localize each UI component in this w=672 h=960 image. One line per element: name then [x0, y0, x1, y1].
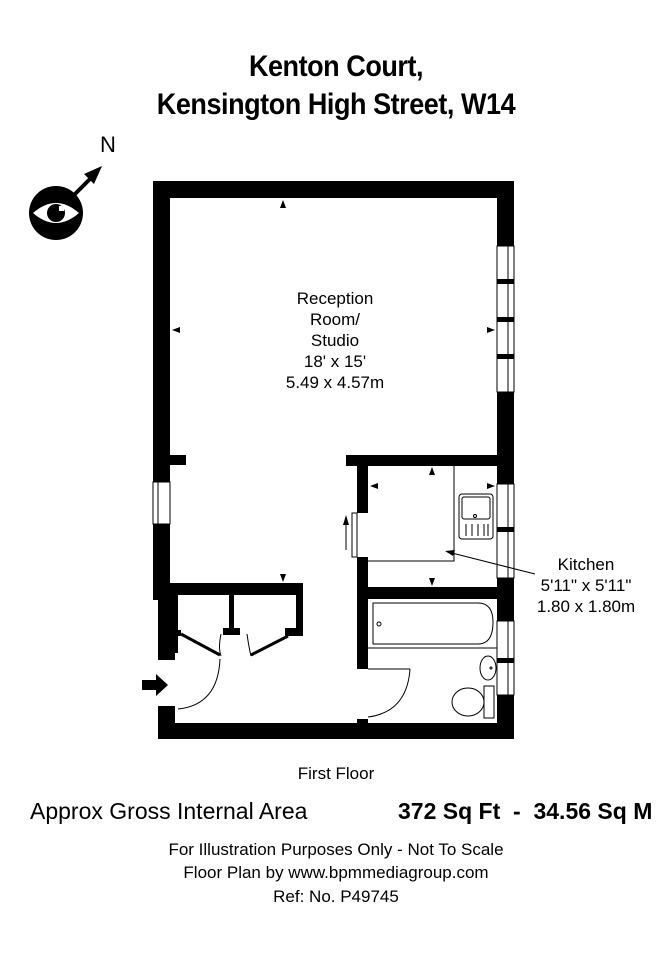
area-label: Approx Gross Internal Area	[30, 798, 308, 824]
eye-north-arrow-icon	[29, 166, 102, 240]
room-dimensions-metric: 1.80 x 1.80m	[536, 597, 636, 616]
dimension-arrows	[172, 200, 495, 586]
property-title-line2: Kensington High Street, W14	[156, 88, 516, 121]
reference-number: Ref: No. P49745	[273, 887, 399, 906]
room-dimensions-metric: 5.49 x 4.57m	[285, 373, 385, 392]
cupboard-doors	[180, 632, 289, 657]
kitchen-fittings	[368, 466, 536, 575]
floor-label: First Floor	[297, 764, 375, 783]
doors	[177, 633, 411, 718]
entrance-arrow-icon	[142, 674, 168, 696]
north-label: N	[100, 132, 116, 157]
room-name: Reception	[296, 289, 374, 308]
room-name: Room/	[309, 310, 361, 329]
room-name: Studio	[310, 331, 360, 350]
room-label-reception: Reception Room/ Studio 18' x 15' 5.49 x …	[255, 288, 415, 393]
property-title-line1: Kenton Court,	[248, 50, 424, 83]
credit: Floor Plan by www.bpmmediagroup.com	[183, 863, 489, 882]
bathroom-fittings	[368, 602, 497, 719]
walls	[153, 181, 514, 739]
windows	[152, 245, 515, 696]
area-value: 372 Sq Ft - 34.56 Sq M	[398, 798, 653, 824]
room-dimensions-imperial: 5'11" x 5'11"	[540, 576, 632, 595]
room-dimensions-imperial: 18' x 15'	[303, 352, 367, 371]
room-label-kitchen: Kitchen 5'11" x 5'11" 1.80 x 1.80m	[516, 554, 656, 617]
disclaimer: For Illustration Purposes Only - Not To …	[168, 840, 504, 859]
room-name: Kitchen	[557, 555, 615, 574]
